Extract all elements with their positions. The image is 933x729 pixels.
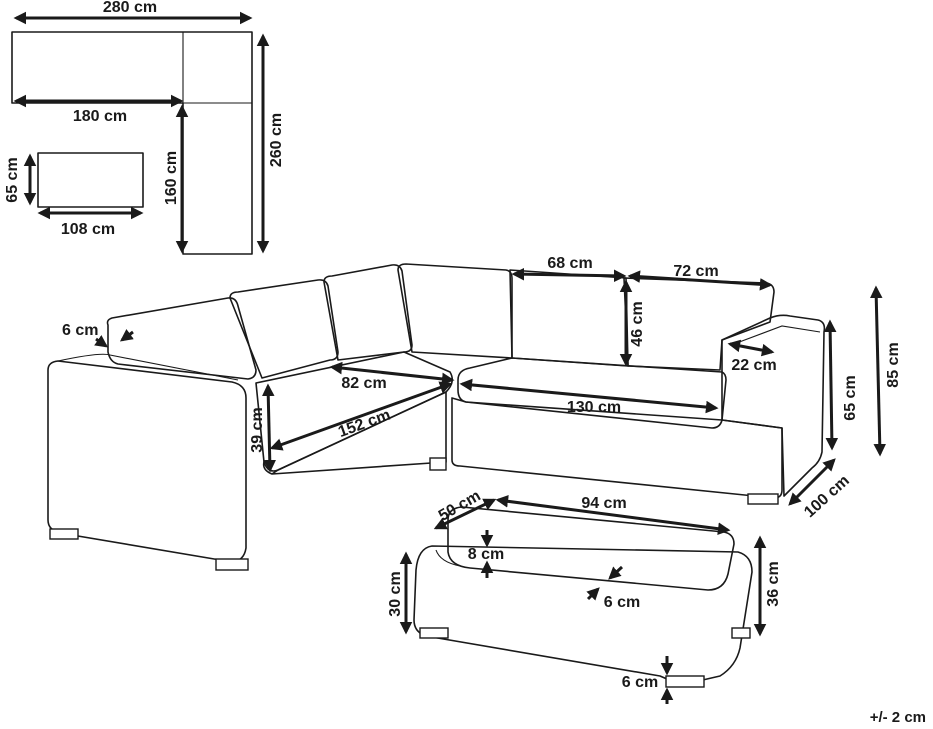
right-back-cushion-1 <box>509 269 629 367</box>
dim-6-foot-label: 6 cm <box>622 674 658 691</box>
ottoman-foot-right <box>731 627 751 639</box>
dim-108-label: 108 cm <box>61 221 115 238</box>
foot-left-front <box>49 528 79 540</box>
dim-85-line <box>869 285 887 457</box>
dim-39-label: 39 cm <box>249 407 266 452</box>
corner-back-cushion <box>397 263 513 359</box>
dim-50-line <box>433 498 497 530</box>
plan-view: 280 cm 180 cm 260 cm 160 cm <box>11 0 285 255</box>
tolerance-note: +/- 2 cm <box>870 709 926 726</box>
dim-94-line <box>495 495 731 535</box>
dim-22-line <box>727 339 775 357</box>
dim-36-label: 36 cm <box>765 561 782 606</box>
ottoman-foot-left <box>419 627 449 639</box>
corner-sofa: 6 cm 68 cm 72 cm 46 cm 22 cm 82 cm 130 c… <box>47 255 902 571</box>
dim-6cm-back-line-2 <box>94 335 109 348</box>
ottoman-cushion-edge <box>435 549 461 567</box>
dim-82-line <box>329 361 455 386</box>
foot-right-front <box>747 493 779 505</box>
dim-180-label: 180 cm <box>73 108 127 125</box>
dim-46-label: 46 cm <box>629 301 646 346</box>
ottoman-plan: 65 cm 108 cm <box>4 152 144 238</box>
left-back-cushion-2 <box>229 279 339 379</box>
dim-160-label: 160 cm <box>163 151 180 205</box>
dim-8-label: 8 cm <box>468 546 504 563</box>
plan-outline <box>11 31 253 255</box>
dim-6-inset-line-2 <box>586 587 600 601</box>
dim-50-label: 50 cm <box>436 487 484 524</box>
dim-130-label: 130 cm <box>567 399 621 416</box>
right-arm-top <box>733 325 821 345</box>
dim-65-sofa-line <box>823 319 839 451</box>
foot-left-mid <box>215 558 249 571</box>
dim-6-inset-line-1 <box>608 565 624 580</box>
left-arm-top <box>57 353 239 381</box>
dim-82-label: 82 cm <box>341 375 386 392</box>
ottoman-foot-front <box>665 675 705 688</box>
dim-6-inset-label: 6 cm <box>604 594 640 611</box>
dim-72-line <box>627 270 773 291</box>
dim-68-label: 68 cm <box>547 255 592 272</box>
ottoman-plan-rect <box>37 152 144 208</box>
dim-100-line <box>788 458 836 506</box>
dim-22-label: 22 cm <box>731 357 776 374</box>
dim-6cm-back-label: 6 cm <box>62 322 98 339</box>
left-back-cushion-1 <box>106 297 257 380</box>
dim-100-label: 100 cm <box>801 472 853 521</box>
dim-152-line <box>269 381 453 451</box>
dim-260-label: 260 cm <box>268 113 285 167</box>
dim-85-label: 85 cm <box>885 342 902 387</box>
dim-130-line <box>459 378 719 414</box>
dim-94-label: 94 cm <box>581 495 626 512</box>
dim-39-line <box>261 383 277 473</box>
dim-65-sofa-label: 65 cm <box>842 375 859 420</box>
dim-68-line <box>511 267 627 283</box>
dim-65-label: 65 cm <box>4 157 21 202</box>
ottoman: 50 cm 94 cm 8 cm 6 cm 30 cm 36 cm 6 cm <box>387 487 782 704</box>
dim-280-label: 280 cm <box>103 0 157 16</box>
dim-6cm-back-line <box>119 328 134 342</box>
dim-152-label: 152 cm <box>336 407 393 442</box>
dim-72-label: 72 cm <box>673 263 718 280</box>
foot-corner <box>429 457 447 471</box>
dim-30-label: 30 cm <box>387 571 404 616</box>
